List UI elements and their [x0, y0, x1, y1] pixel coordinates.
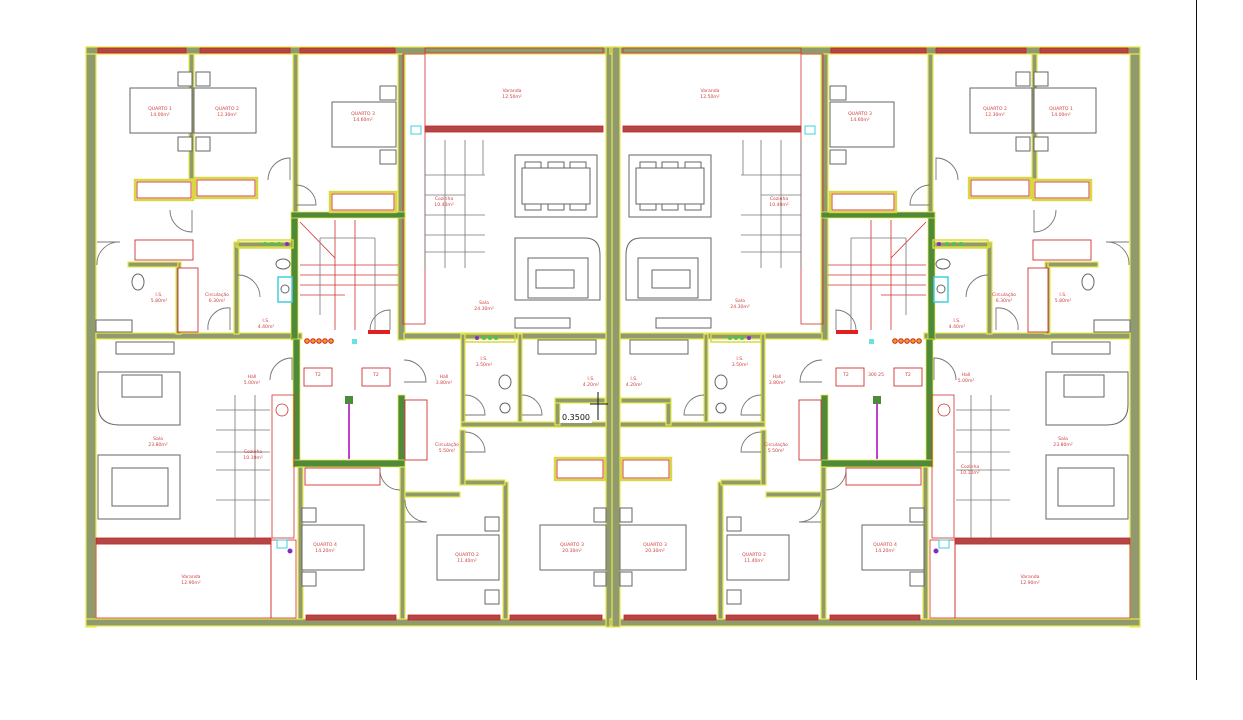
viewport-border — [1196, 0, 1197, 680]
room-name: I.S. — [1059, 292, 1066, 298]
room-name: QUARTO 2 — [742, 552, 766, 558]
room-area: 4.40m² — [949, 324, 966, 330]
room-name: I.S. — [587, 376, 594, 382]
room-area: 12.90m² — [181, 580, 201, 586]
room-name: QUARTO 2 — [455, 552, 479, 558]
room-name: I.S. — [480, 356, 487, 362]
room-area: 24.30m² — [730, 304, 750, 310]
right-unit-geometry — [608, 45, 1142, 629]
room-area: 3.80m² — [436, 380, 453, 386]
room-area: 12.50m² — [502, 94, 522, 100]
room-name: Varanda — [503, 88, 522, 94]
unit-tag: T2 — [904, 372, 911, 378]
room-name: Varanda — [701, 88, 720, 94]
room-area: 11.40m² — [457, 558, 477, 564]
room-name: QUARTO 2 — [983, 106, 1007, 112]
room-area: 14.60m² — [353, 117, 373, 123]
room-name: Cozinha — [961, 464, 980, 470]
room-name: Circulação — [992, 292, 1016, 298]
room-name: Hall — [773, 374, 782, 380]
dimension-annotation[interactable]: 0.3500 — [560, 392, 608, 423]
room-name: I.S. — [155, 292, 162, 298]
room-area: 10.10m² — [960, 470, 980, 476]
room-name: Cozinha — [244, 449, 263, 455]
room-area: 14.20m² — [875, 548, 895, 554]
room-name: QUARTO 4 — [873, 542, 897, 548]
room-name: Cozinha — [770, 196, 789, 202]
room-name: Circulação — [435, 442, 459, 448]
room-area: 20.30m² — [562, 548, 582, 554]
room-area: 11.40m² — [744, 558, 764, 564]
room-name: Sala — [1058, 436, 1068, 442]
room-name: Sala — [479, 300, 489, 306]
room-name: Sala — [735, 298, 745, 304]
room-area: 5.00m² — [958, 378, 975, 384]
room-area: 4.40m² — [258, 324, 275, 330]
room-name: QUARTO 1 — [1049, 106, 1073, 112]
room-area: 20.30m² — [645, 548, 665, 554]
room-name: Hall — [248, 374, 257, 380]
room-area: 4.20m² — [626, 382, 643, 388]
room-name: Cozinha — [435, 196, 454, 202]
room-area: 10.40m² — [769, 202, 789, 208]
left-unit-geometry — [84, 45, 618, 629]
room-name: I.S. — [262, 318, 269, 324]
room-area: 5.50m² — [768, 448, 785, 454]
room-area: 3.50m² — [732, 362, 749, 368]
room-area: 4.20m² — [583, 382, 600, 388]
room-name: QUARTO 1 — [148, 106, 172, 112]
room-area: 12.30m² — [985, 112, 1005, 118]
room-name: QUARTO 2 — [215, 106, 239, 112]
room-name: I.S. — [953, 318, 960, 324]
room-area: 23.80m² — [1053, 442, 1073, 448]
room-area: 24.30m² — [474, 306, 494, 312]
room-name: QUARTO 4 — [313, 542, 337, 548]
unit-tag: T2 — [314, 372, 321, 378]
room-area: 5.50m² — [439, 448, 456, 454]
room-area: 5.00m² — [244, 380, 261, 386]
room-name: I.S. — [736, 356, 743, 362]
dimension-readout: 0.3500 — [562, 413, 590, 422]
room-area: 23.80m² — [148, 442, 168, 448]
unit-tag: 300 25 — [868, 372, 884, 378]
room-name: Hall — [962, 372, 971, 378]
room-name: Varanda — [1021, 574, 1040, 580]
room-name: I.S. — [630, 376, 637, 382]
room-name: Hall — [440, 374, 449, 380]
room-name: QUARTO 3 — [848, 111, 872, 117]
room-name: Varanda — [182, 574, 201, 580]
room-name: Circulação — [764, 442, 788, 448]
room-area: 12.90m² — [1020, 580, 1040, 586]
room-area: 12.50m² — [700, 94, 720, 100]
room-name: Circulação — [205, 292, 229, 298]
room-name: QUARTO 3 — [643, 542, 667, 548]
unit-tag: T2 — [372, 372, 379, 378]
room-area: 3.80m² — [769, 380, 786, 386]
room-area: 6.30m² — [209, 298, 226, 304]
room-area: 3.50m² — [476, 362, 493, 368]
room-name: QUARTO 3 — [560, 542, 584, 548]
room-area: 12.30m² — [217, 112, 237, 118]
room-area: 14.20m² — [315, 548, 335, 554]
room-name: QUARTO 3 — [351, 111, 375, 117]
room-area: 14.00m² — [1051, 112, 1071, 118]
room-area: 6.30m² — [996, 298, 1013, 304]
room-area: 10.40m² — [434, 202, 454, 208]
room-area: 5.80m² — [151, 298, 168, 304]
room-area: 5.80m² — [1055, 298, 1072, 304]
room-area: 10.10m² — [243, 455, 263, 461]
room-name: Sala — [153, 436, 163, 442]
room-area: 14.00m² — [150, 112, 170, 118]
room-area: 14.60m² — [850, 117, 870, 123]
unit-tag: T2 — [842, 372, 849, 378]
